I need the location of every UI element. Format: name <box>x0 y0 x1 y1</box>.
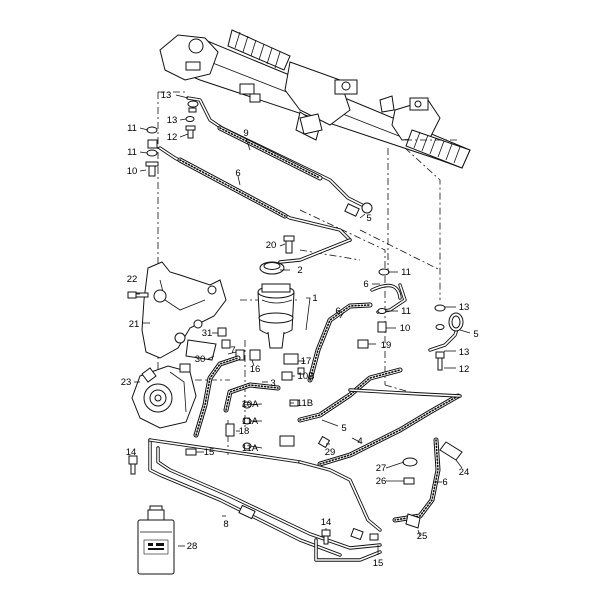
callout-24: 24 <box>459 467 470 478</box>
callout-23: 23 <box>121 377 132 388</box>
callout-6-middle: 6 <box>335 306 340 317</box>
callout-15-left: 15 <box>204 447 215 458</box>
callout-27: 27 <box>376 463 387 474</box>
callout-28: 28 <box>187 541 198 552</box>
callout-11-top-a: 11 <box>127 123 137 134</box>
callout-labels: 13 9 11 13 12 11 10 6 5 20 2 11 6 11 1 2… <box>121 90 479 569</box>
pipe-assembly-top <box>158 96 373 264</box>
callout-5-right: 5 <box>473 329 478 340</box>
callout-10A: 10A <box>242 399 260 410</box>
callout-10-right: 10 <box>400 323 411 334</box>
callout-6-bottom: 6 <box>442 477 447 488</box>
callout-11-right-b: 11 <box>401 306 411 317</box>
pump-bracket <box>127 261 231 361</box>
power-steering-pump <box>131 363 197 429</box>
steering-rack-assembly <box>159 29 471 169</box>
callout-7: 7 <box>230 345 235 356</box>
hoses-center <box>193 283 464 523</box>
callout-11A-upper: 11A <box>242 416 259 427</box>
fluid-reservoir <box>257 261 295 349</box>
callout-14-left: 14 <box>126 447 137 458</box>
callout-5-top: 5 <box>366 213 371 224</box>
callout-9: 9 <box>243 128 248 139</box>
callout-10-top: 10 <box>127 166 138 177</box>
callout-3: 3 <box>270 378 275 389</box>
leader-lines <box>130 94 471 555</box>
callout-26: 26 <box>376 476 387 487</box>
bolt-20 <box>283 235 295 254</box>
callout-13-top-b: 13 <box>167 115 178 126</box>
callout-21: 21 <box>129 319 140 330</box>
callout-4: 4 <box>357 436 362 447</box>
callout-12-top: 12 <box>167 132 178 143</box>
callout-5-center: 5 <box>341 423 346 434</box>
callout-22: 22 <box>127 274 138 285</box>
callout-30: 30 <box>195 354 206 365</box>
callout-10B: 10B <box>298 371 315 382</box>
callout-1: 1 <box>312 293 317 304</box>
callout-11B: 11B <box>297 398 313 409</box>
callout-15-bottom: 15 <box>373 558 384 569</box>
fitting-set-center <box>235 349 305 381</box>
callout-13-top: 13 <box>161 90 172 101</box>
callout-13-right-a: 13 <box>459 302 470 313</box>
callout-13-right-b: 13 <box>459 347 470 358</box>
callout-6-right: 6 <box>363 279 368 290</box>
callout-17: 17 <box>301 356 312 367</box>
callout-11-right-a: 11 <box>401 267 411 278</box>
callout-12-right: 12 <box>459 364 470 375</box>
callout-18: 18 <box>239 426 250 437</box>
callout-8: 8 <box>223 519 228 530</box>
fluid-bottle <box>137 505 175 575</box>
callout-25: 25 <box>417 531 428 542</box>
callout-6-top: 6 <box>235 168 240 179</box>
callout-11-top-b: 11 <box>127 147 137 158</box>
callout-19: 19 <box>381 340 392 351</box>
callout-31: 31 <box>202 328 213 339</box>
cooler-pipe-8 <box>128 438 421 562</box>
callout-14-bottom: 14 <box>321 517 332 528</box>
callout-2: 2 <box>297 265 302 276</box>
callout-16: 16 <box>250 364 261 375</box>
callout-29: 29 <box>325 447 336 458</box>
callout-11A-lower: 11A <box>242 443 259 454</box>
callout-20: 20 <box>266 240 277 251</box>
